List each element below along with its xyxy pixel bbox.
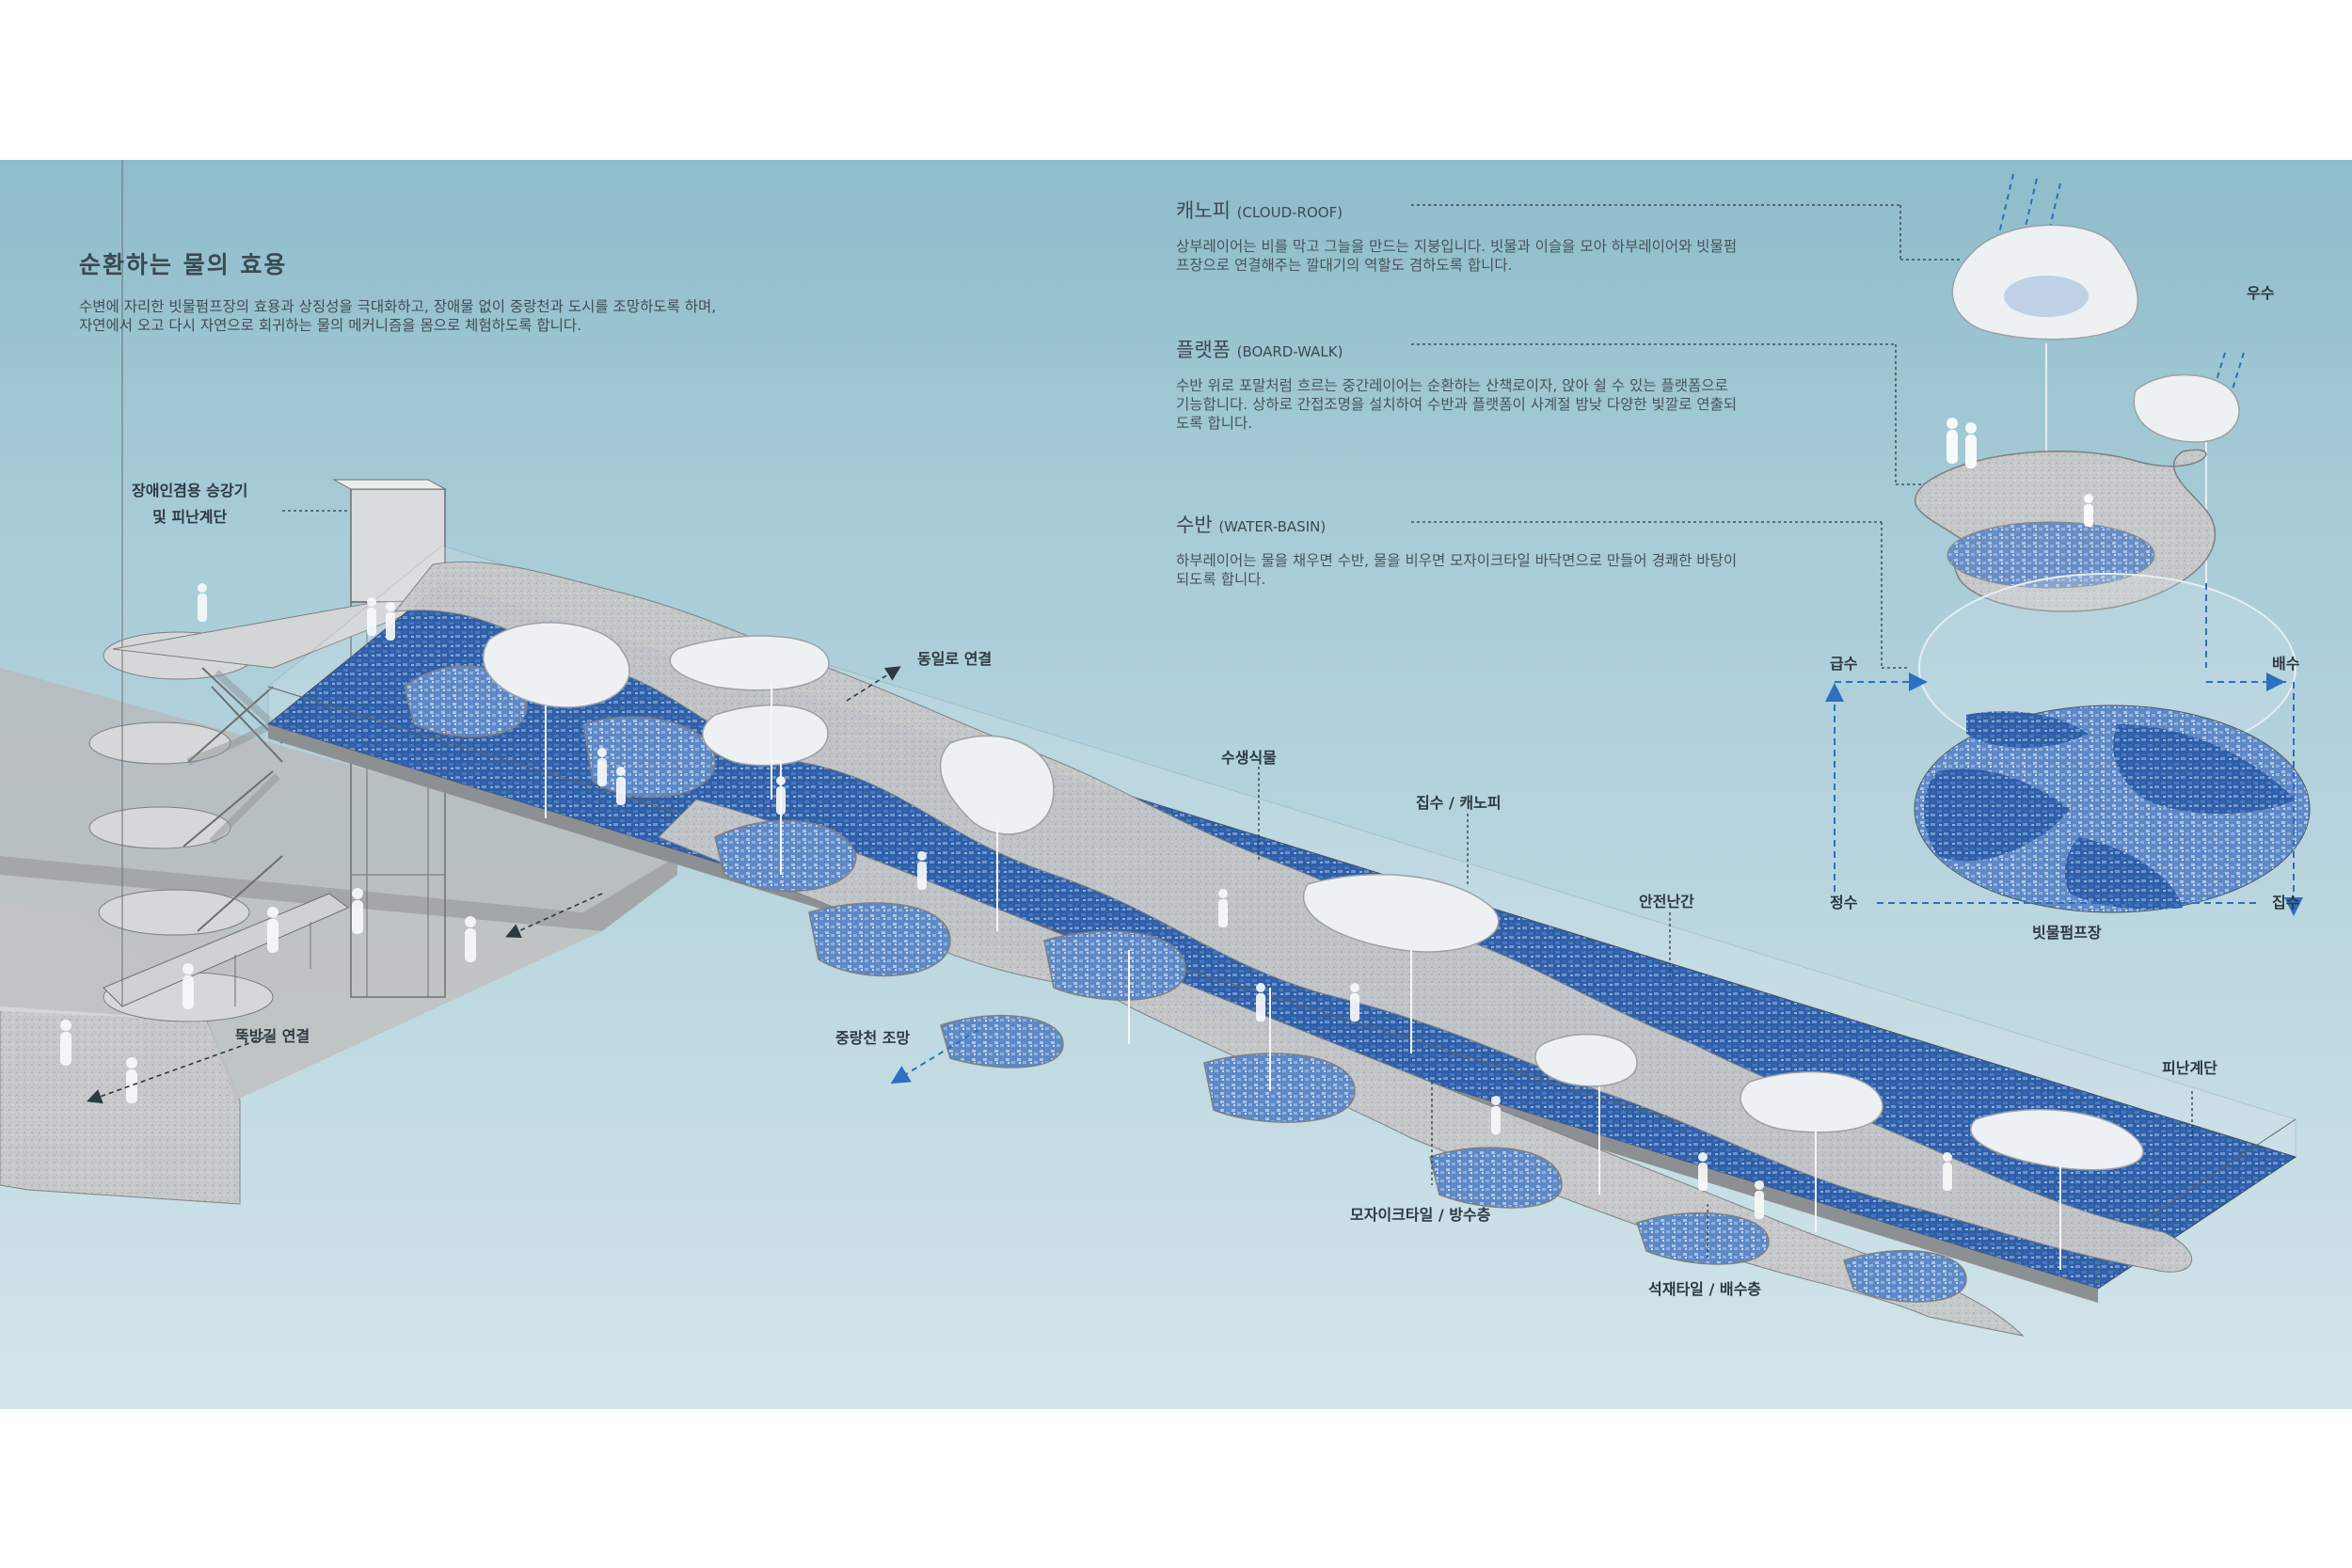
label-catchment-canopy: 집수 / 캐노피	[1416, 794, 1502, 812]
diagram-panel: 순환하는 물의 효용 수변에 자리한 빗물펌프장의 효용과 상징성을 극대화하고…	[0, 160, 2352, 1409]
label-mosaic-tile: 모자이크타일 / 방수층	[1350, 1206, 1491, 1224]
layer-boardwalk-title: 플랫폼	[1176, 339, 1231, 361]
direction-arrows	[86, 666, 901, 1104]
label-safety-railing: 안전난간	[1639, 893, 1694, 911]
layer-canopy-description: 상부레이어는 비를 막고 그늘을 만드는 지붕입니다. 빗물과 이슬을 모아 하…	[1176, 238, 1738, 274]
leader-lines	[282, 204, 2193, 1260]
label-drain: 배수	[2272, 655, 2300, 673]
page-title: 순환하는 물의 효용	[79, 251, 288, 278]
layer-canopy-title: 캐노피	[1176, 199, 1231, 222]
label-elevator-line1: 장애인겸용 승강기	[132, 482, 248, 499]
label-supply: 급수	[1830, 655, 1858, 673]
layer-boardwalk: 플랫폼 (BOARD-WALK) 수반 위로 포말처럼 흐르는 중간레이어는 순…	[1176, 335, 1740, 433]
intro-description: 수변에 자리한 빗물펌프장의 효용과 상징성을 극대화하고, 장애물 없이 중랑…	[79, 298, 717, 334]
label-elevator: 장애인겸용 승강기 및 피난계단	[132, 478, 247, 531]
layer-canopy-title-en: (CLOUD-ROOF)	[1236, 204, 1343, 221]
label-stone-tile: 석재타일 / 배수층	[1648, 1280, 1762, 1298]
label-evacuation-stairs: 피난계단	[2162, 1059, 2217, 1077]
axonometric-drawing	[0, 160, 2311, 1337]
layer-boardwalk-title-en: (BOARD-WALK)	[1236, 343, 1343, 360]
canopy-columns	[545, 682, 2061, 1270]
label-aquatic-plants: 수생식물	[1221, 749, 1277, 767]
label-pump-station: 빗물펌프장	[2032, 924, 2102, 942]
label-purify: 정수	[1830, 894, 1858, 911]
people-silhouettes	[60, 583, 1952, 1219]
layer-canopy: 캐노피 (CLOUD-ROOF) 상부레이어는 비를 막고 그늘을 만드는 지붕…	[1176, 196, 1740, 275]
layer-water-basin-description: 하부레이어는 물을 채우면 수반, 물을 비우면 모자이크타일 바닥면으로 만들…	[1176, 552, 1738, 588]
label-rain: 우수	[2247, 284, 2275, 302]
elevator-tower	[88, 160, 447, 1022]
label-elevator-line2: 및 피난계단	[152, 508, 228, 526]
layer-water-basin: 수반 (WATER-BASIN) 하부레이어는 물을 채우면 수반, 물을 비우…	[1176, 510, 1740, 589]
layer-boardwalk-description: 수반 위로 포말처럼 흐르는 중간레이어는 순환하는 산책로이자, 앉아 쉴 수…	[1176, 377, 1738, 432]
label-embankment: 뚝방길 연결	[235, 1027, 310, 1045]
layer-water-basin-title-en: (WATER-BASIN)	[1218, 518, 1327, 535]
cloud-canopies	[483, 622, 2144, 1171]
label-collect: 집수	[2272, 894, 2300, 911]
label-jungnangcheon-view: 중랑천 조망	[835, 1029, 911, 1047]
exploded-layers	[1825, 173, 2311, 916]
layer-water-basin-title: 수반	[1176, 514, 1213, 536]
label-dongil-road: 동일로 연결	[917, 650, 993, 668]
